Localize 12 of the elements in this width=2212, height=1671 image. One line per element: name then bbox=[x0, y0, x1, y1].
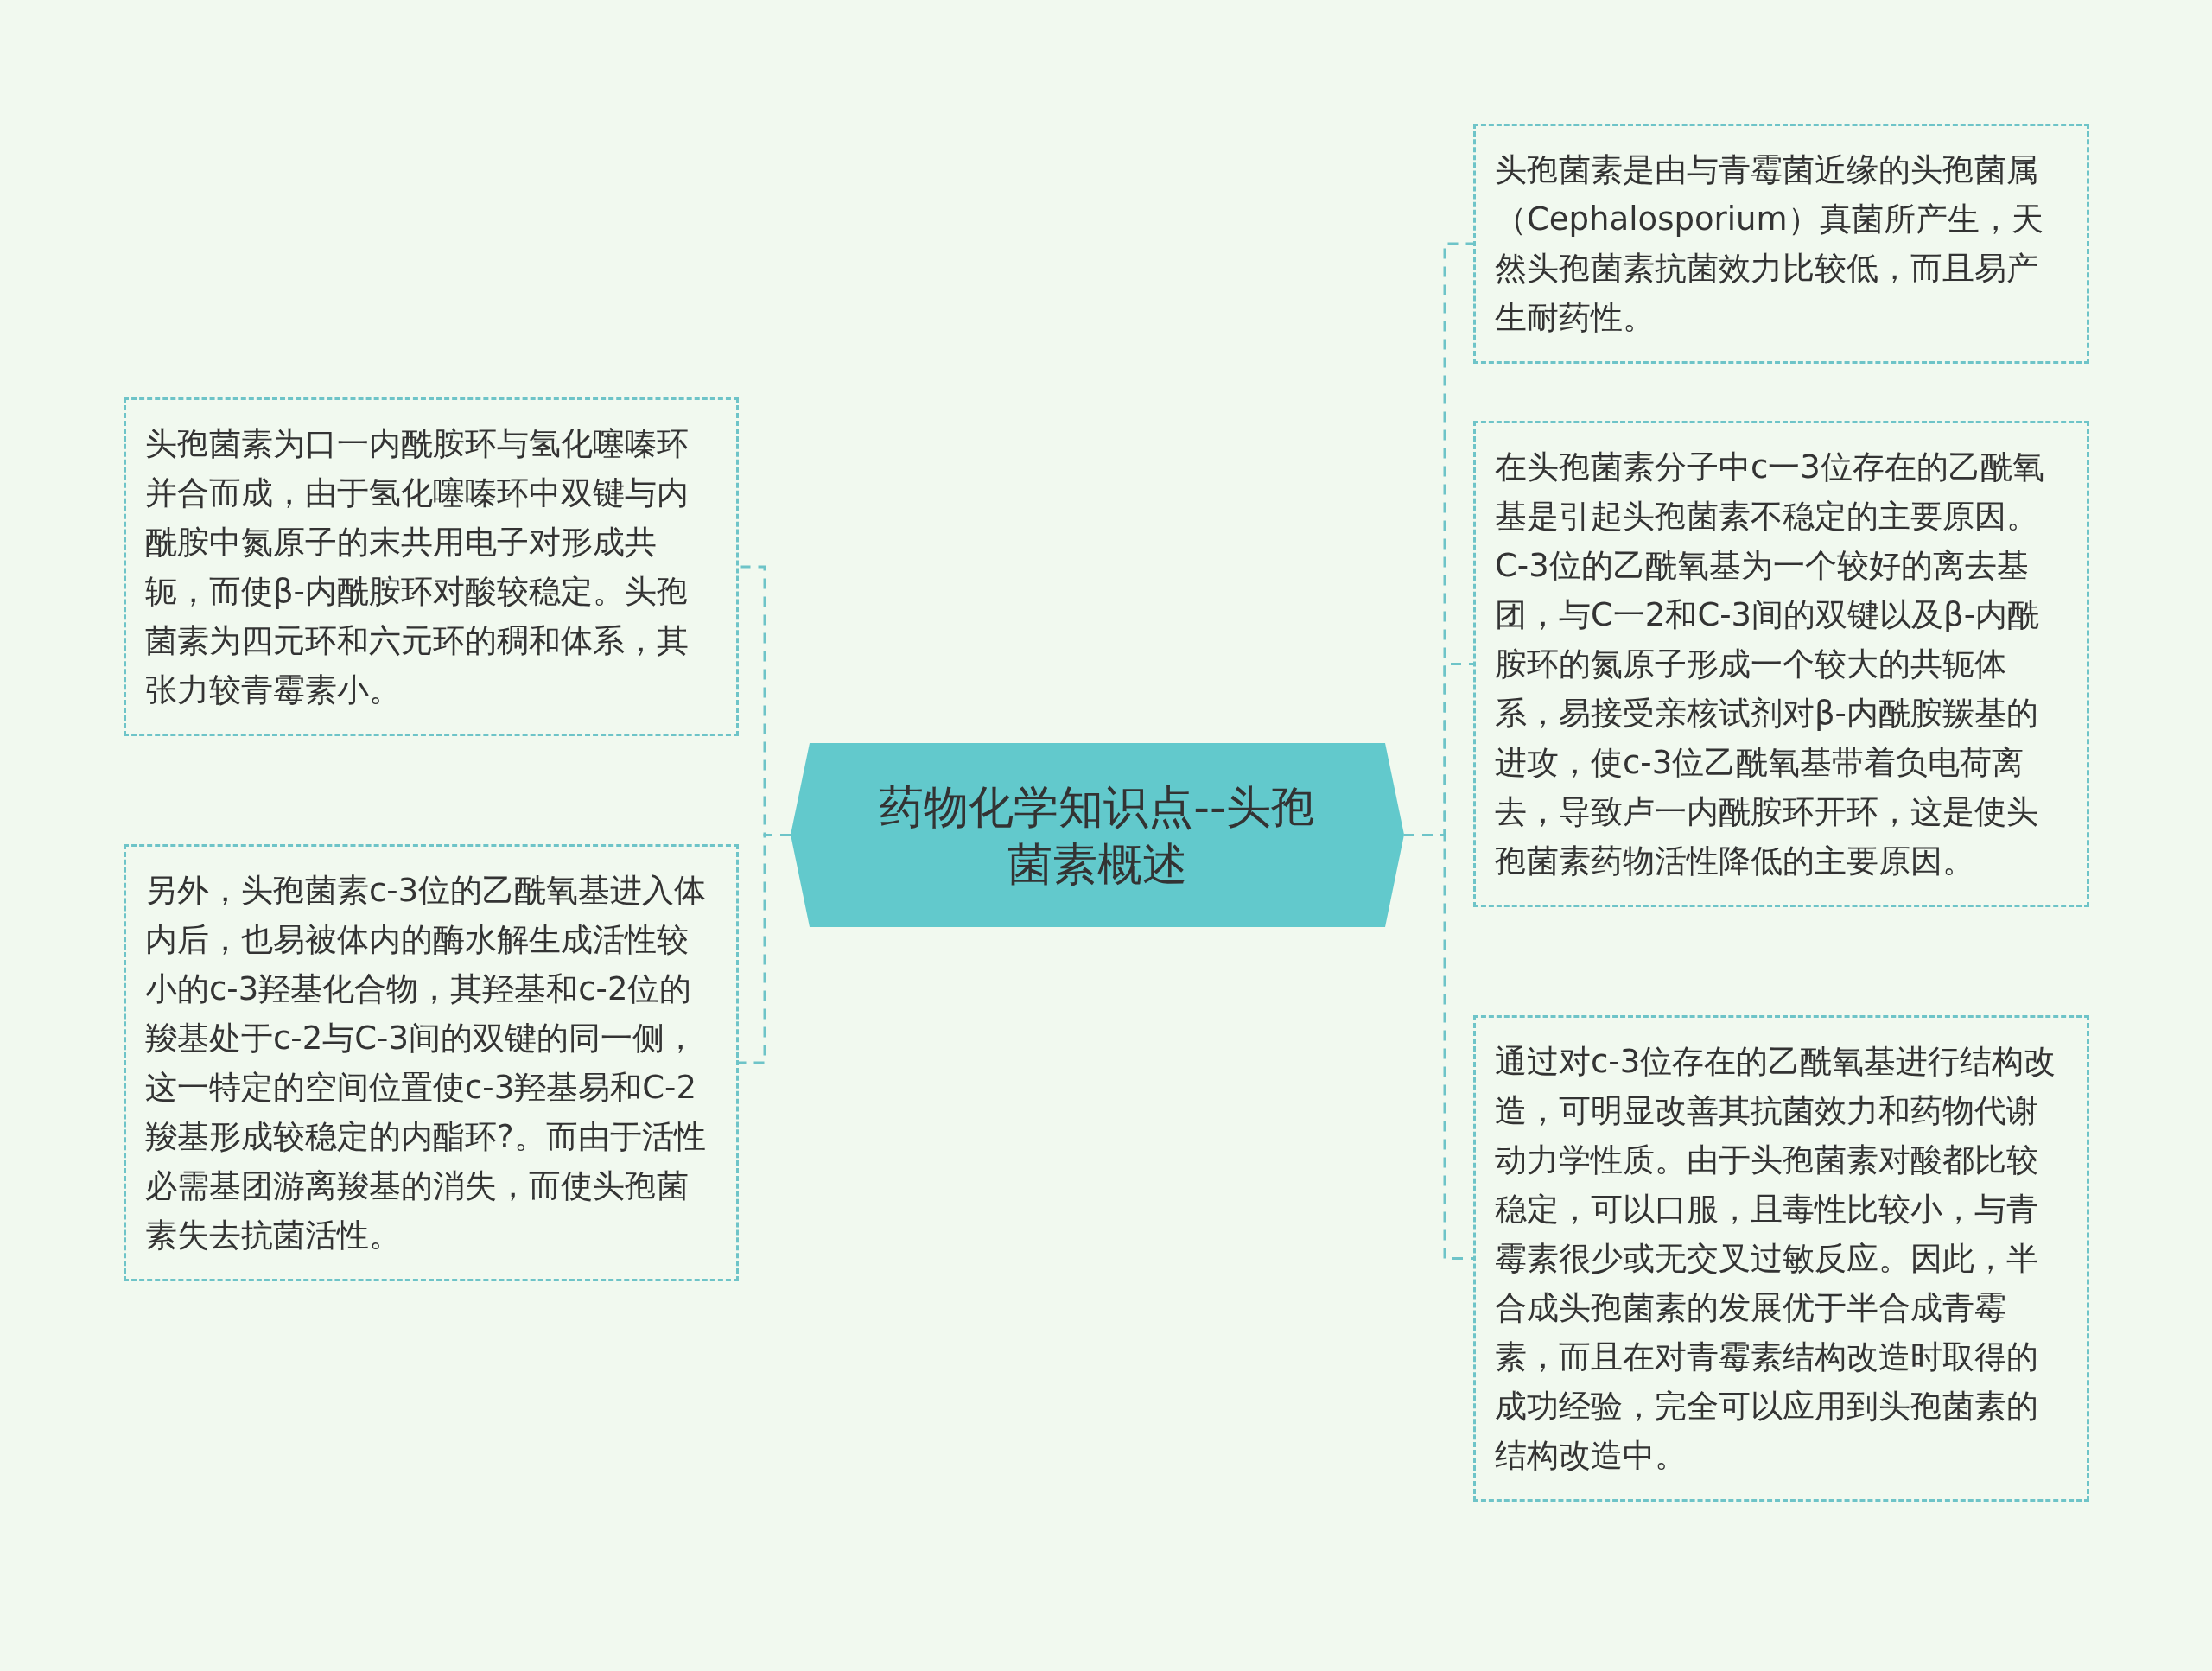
note-text: 另外，头孢菌素c-3位的乙酰氧基进入体内后，也易被体内的酶水解生成活性较小的c-3羟基化合物，其羟基和c-2位的羧基处于c-2与C-3间的双键的同一侧，这一特定的空间位置使c-3羟基易和C-2羧基形成较稳定的内酯环?。而由于活性必需基团游离羧基的消失，而使头孢菌素失去抗菌活性。 bbox=[145, 871, 708, 1255]
note-box bbox=[124, 397, 739, 736]
note-text: 头孢菌素为口一内酰胺环与氢化噻嗪环并合而成，由于氢化噻嗪环中双键与内酰胺中氮原子的末共用电子对形成共轭，而使β-内酰胺环对酸较稳定。头孢菌素为四元环和六元环的稠和体系，其张力较青霉素小。 bbox=[145, 424, 690, 710]
note-text: 在头孢菌素分子中c一3位存在的乙酰氧基是引起头孢菌素不稳定的主要原因。C-3位的乙酰氧基为一个较好的离去基团，与C一2和C-3间的双键以及β-内酰胺环的氮原子形成一个较大的共轭体系，易接受亲核试剂对β-内酰胺羰基的进攻，使c-3位乙酰氧基带着负电荷离去，导致卢一内酰胺环开环，这是使头孢菌素药物活性降低的主要原因。 bbox=[1495, 448, 2045, 881]
note-box bbox=[1473, 1015, 2089, 1502]
note-box bbox=[124, 844, 739, 1281]
note-box bbox=[1473, 124, 2089, 364]
note-text: 通过对c-3位存在的乙酰氧基进行结构改造，可明显改善其抗菌效力和药物代谢动力学性质。由于头孢菌素对酸都比较稳定，可以口服，且毒性比较小，与青霉素很少或无交叉过敏反应。因此，半合成头孢菌素的发展优于半合成青霉素，而且在对青霉素结构改造时取得的成功经验，完全可以应用到头孢菌素的结构改造中。 bbox=[1495, 1042, 2057, 1476]
topic-title: 药物化学知识点--头孢菌素概述 bbox=[878, 779, 1317, 892]
connector-line bbox=[739, 834, 791, 1064]
note-text: 头孢菌素是由与青霉菌近缘的头孢菌属（Cephalosporium）真菌所产生，天然头孢菌素抗菌效力比较低，而且易产生耐药性。 bbox=[1495, 150, 2044, 338]
note-box bbox=[1473, 421, 2089, 907]
